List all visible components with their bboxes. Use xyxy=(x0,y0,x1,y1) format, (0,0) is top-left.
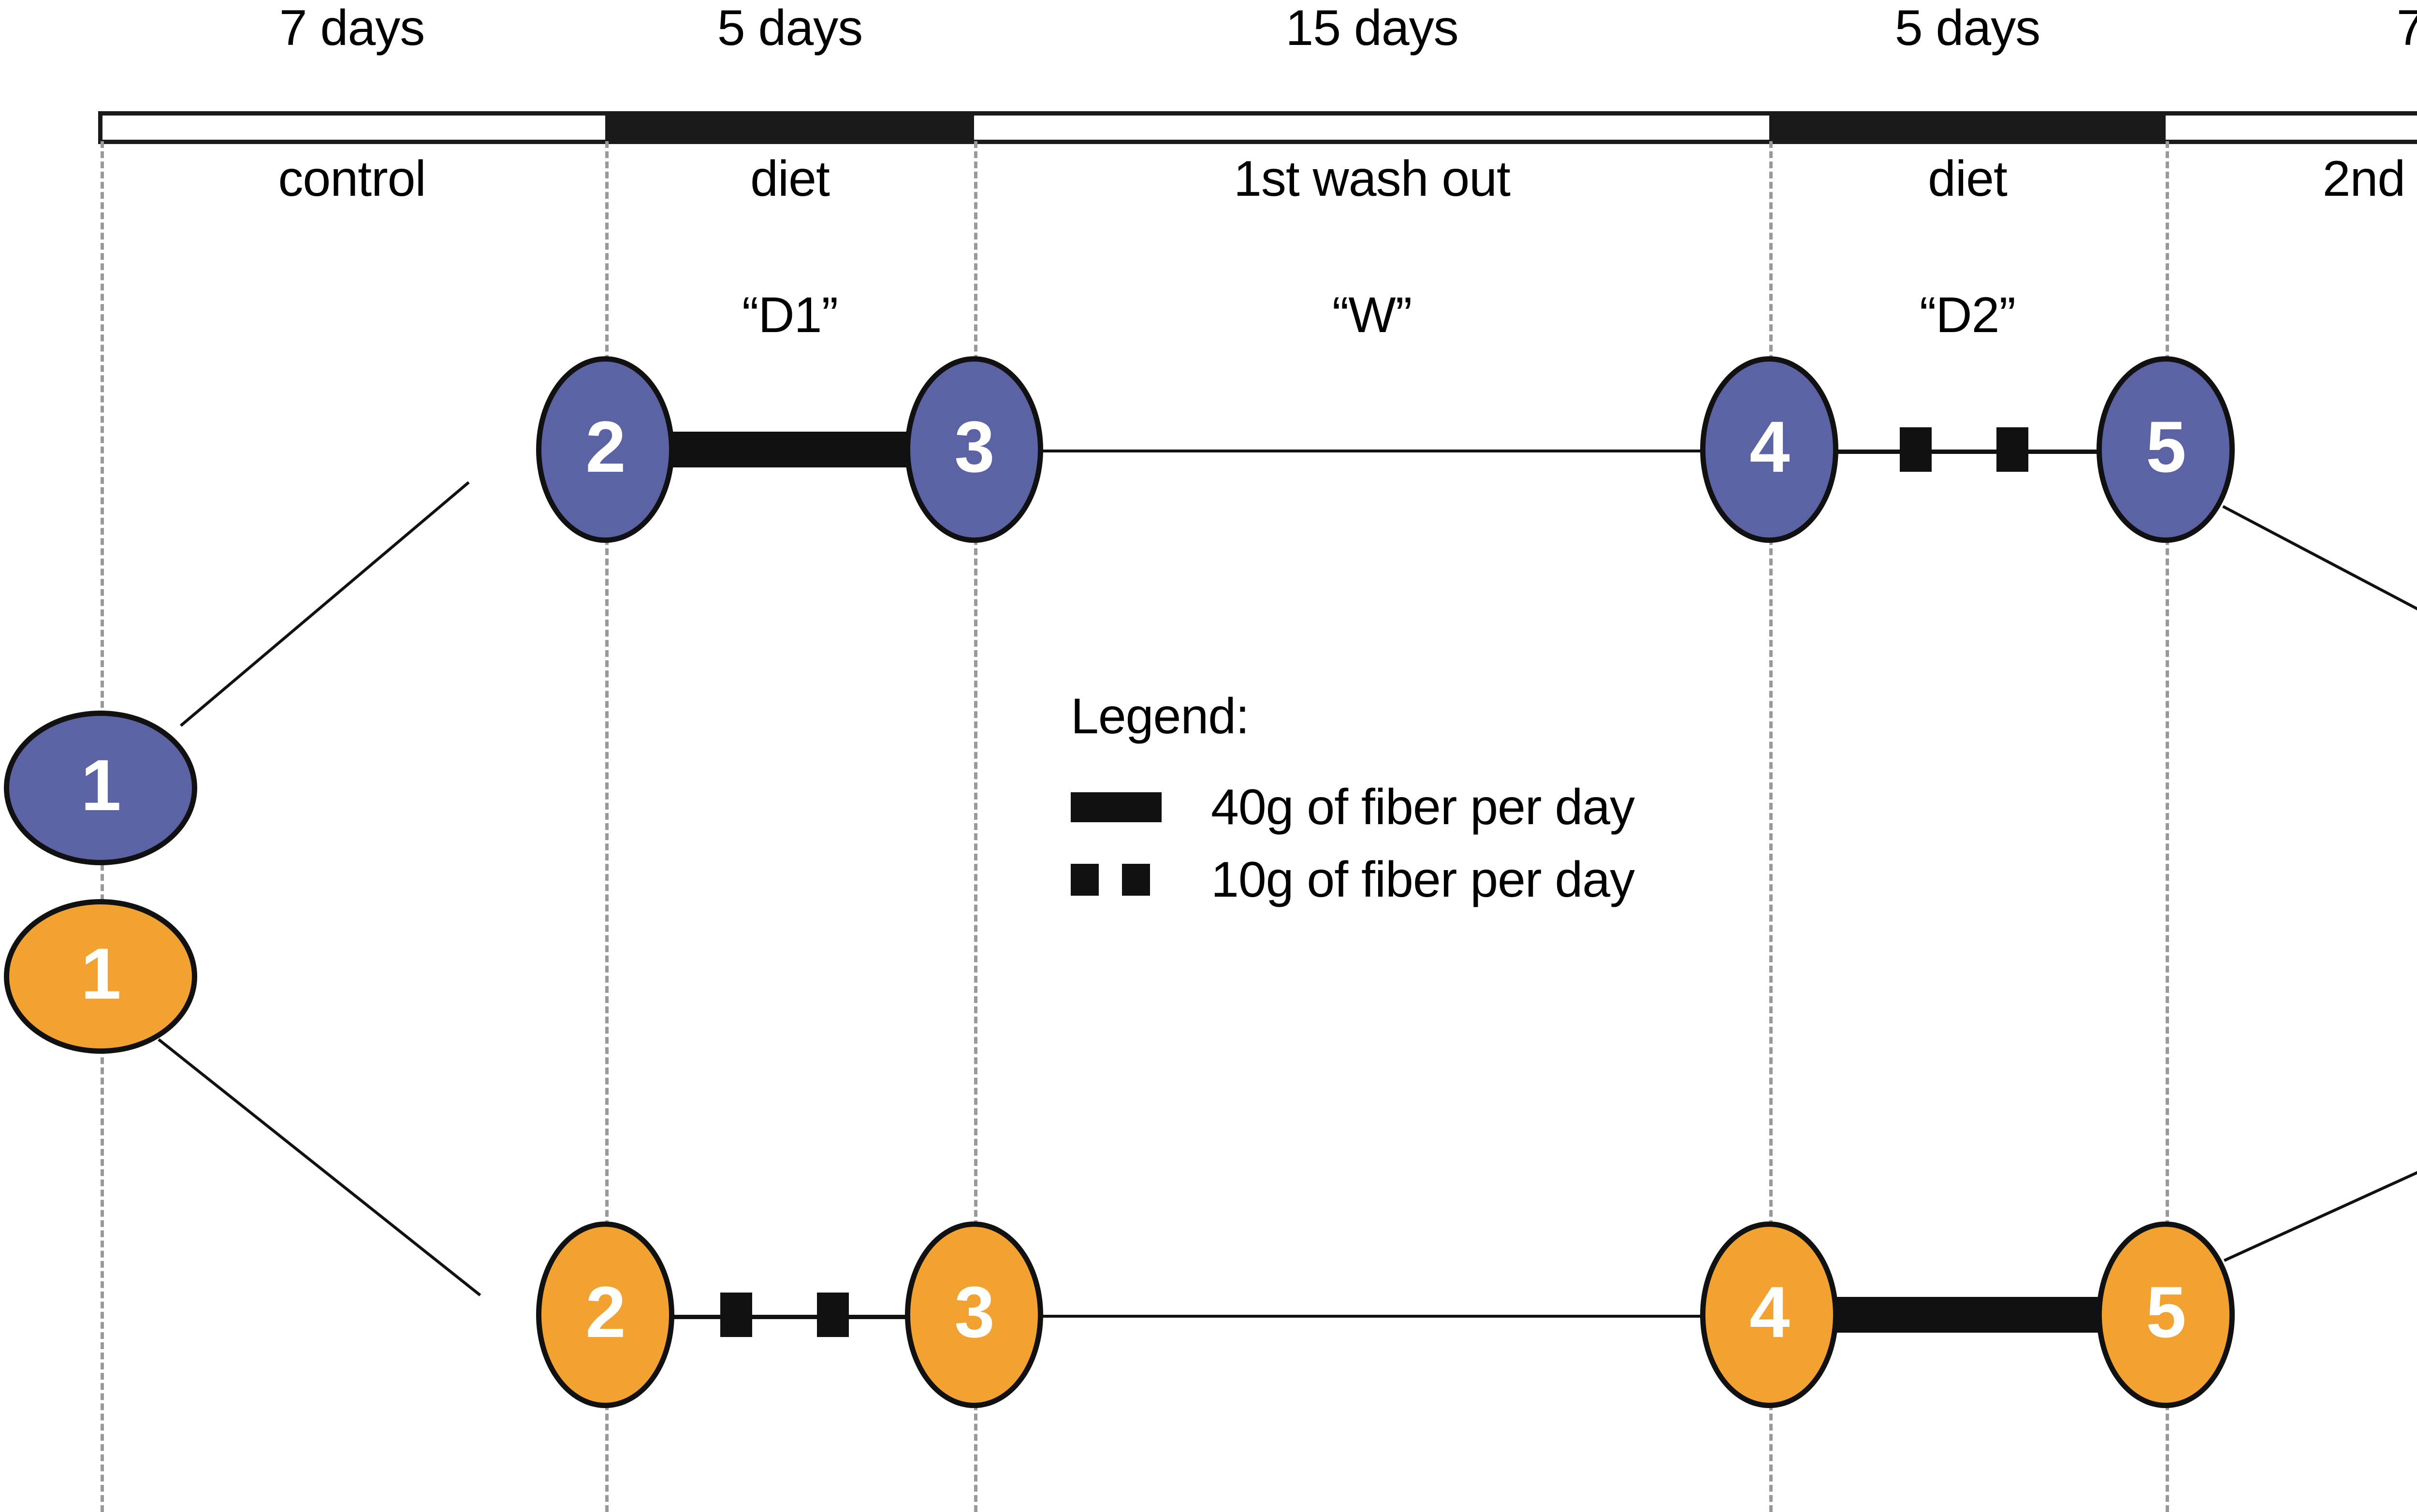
node-orange-4-label: 4 xyxy=(1749,1271,1790,1352)
node-orange-3-label: 3 xyxy=(954,1271,994,1352)
phase-label-control: control xyxy=(278,151,426,207)
edge-blue-1-2 xyxy=(180,481,470,727)
edge-orange-5-6 xyxy=(2224,1052,2417,1262)
edge-blue-2-3-40g xyxy=(657,432,923,467)
edge-blue-3-4 xyxy=(1042,450,1704,452)
node-blue-3[interactable]: 3 xyxy=(905,356,1043,543)
timeline-segment-diet-1 xyxy=(605,111,974,144)
legend-item-10g: 10g of fiber per day xyxy=(1071,849,1635,911)
legend-item-40g: 40g of fiber per day xyxy=(1071,776,1635,838)
guide-line-5 xyxy=(2166,141,2169,1512)
edge-blue-4-5-10g xyxy=(1837,450,2098,454)
duration-label-4: 5 days xyxy=(1894,0,2040,56)
phase-label-diet-1: diet xyxy=(750,151,830,207)
intervention-label-w: “W” xyxy=(1332,287,1412,343)
node-blue-1[interactable]: 1 xyxy=(4,711,197,865)
intervention-label-d2: “D2” xyxy=(1919,287,2016,343)
node-blue-2-label: 2 xyxy=(585,406,626,487)
legend-label-10g: 10g of fiber per day xyxy=(1211,852,1635,908)
phase-label-diet-2: diet xyxy=(1928,151,2008,207)
node-blue-4-label: 4 xyxy=(1749,406,1790,487)
legend-label-40g: 40g of fiber per day xyxy=(1211,779,1635,835)
legend-swatch-dashed-squares-icon xyxy=(1071,864,1211,896)
node-orange-1-label: 1 xyxy=(81,933,121,1014)
guide-line-2 xyxy=(605,141,609,1512)
duration-label-5: 7 days xyxy=(2396,0,2417,56)
node-blue-3-label: 3 xyxy=(954,406,994,487)
edge-orange-1-2 xyxy=(158,1038,481,1296)
node-blue-4[interactable]: 4 xyxy=(1700,356,1838,543)
edge-orange-2-3-10g xyxy=(667,1315,914,1319)
intervention-label-d1: “D1” xyxy=(742,287,838,343)
duration-label-2: 5 days xyxy=(717,0,863,56)
edge-blue-4-5-square-b xyxy=(1996,427,2028,472)
duration-label-1: 7 days xyxy=(279,0,425,56)
node-orange-2-label: 2 xyxy=(585,1271,626,1352)
phase-label-first-wash-out: 1st wash out xyxy=(1234,151,1511,207)
edge-blue-4-5-square-a xyxy=(1900,427,1932,472)
edge-orange-2-3-square-a xyxy=(720,1293,752,1337)
edge-orange-2-3-square-b xyxy=(817,1293,849,1337)
node-blue-2[interactable]: 2 xyxy=(536,356,674,543)
node-orange-3[interactable]: 3 xyxy=(905,1221,1043,1408)
node-orange-5[interactable]: 5 xyxy=(2097,1221,2235,1408)
node-orange-1[interactable]: 1 xyxy=(4,899,197,1054)
guide-line-3 xyxy=(974,141,977,1512)
edge-orange-4-5-40g xyxy=(1822,1297,2117,1333)
node-orange-4[interactable]: 4 xyxy=(1700,1221,1838,1408)
timeline-segment-diet-2 xyxy=(1769,111,2166,144)
edge-blue-5-6 xyxy=(2222,505,2417,740)
legend-title: Legend: xyxy=(1071,688,1250,744)
phase-label-second-wash-out: 2nd wash out xyxy=(2322,151,2417,207)
legend: Legend: 40g of fiber per day 10g of fibe… xyxy=(1071,688,1635,921)
node-blue-1-label: 1 xyxy=(81,744,121,826)
node-blue-5-label: 5 xyxy=(2146,406,2186,487)
node-orange-5-label: 5 xyxy=(2146,1271,2186,1352)
node-orange-2[interactable]: 2 xyxy=(536,1221,674,1408)
legend-swatch-solid-bar-icon xyxy=(1071,792,1211,822)
node-blue-5[interactable]: 5 xyxy=(2097,356,2235,543)
edge-orange-3-4 xyxy=(1042,1315,1704,1318)
guide-line-4 xyxy=(1769,141,1773,1512)
duration-label-3: 15 days xyxy=(1285,0,1458,56)
